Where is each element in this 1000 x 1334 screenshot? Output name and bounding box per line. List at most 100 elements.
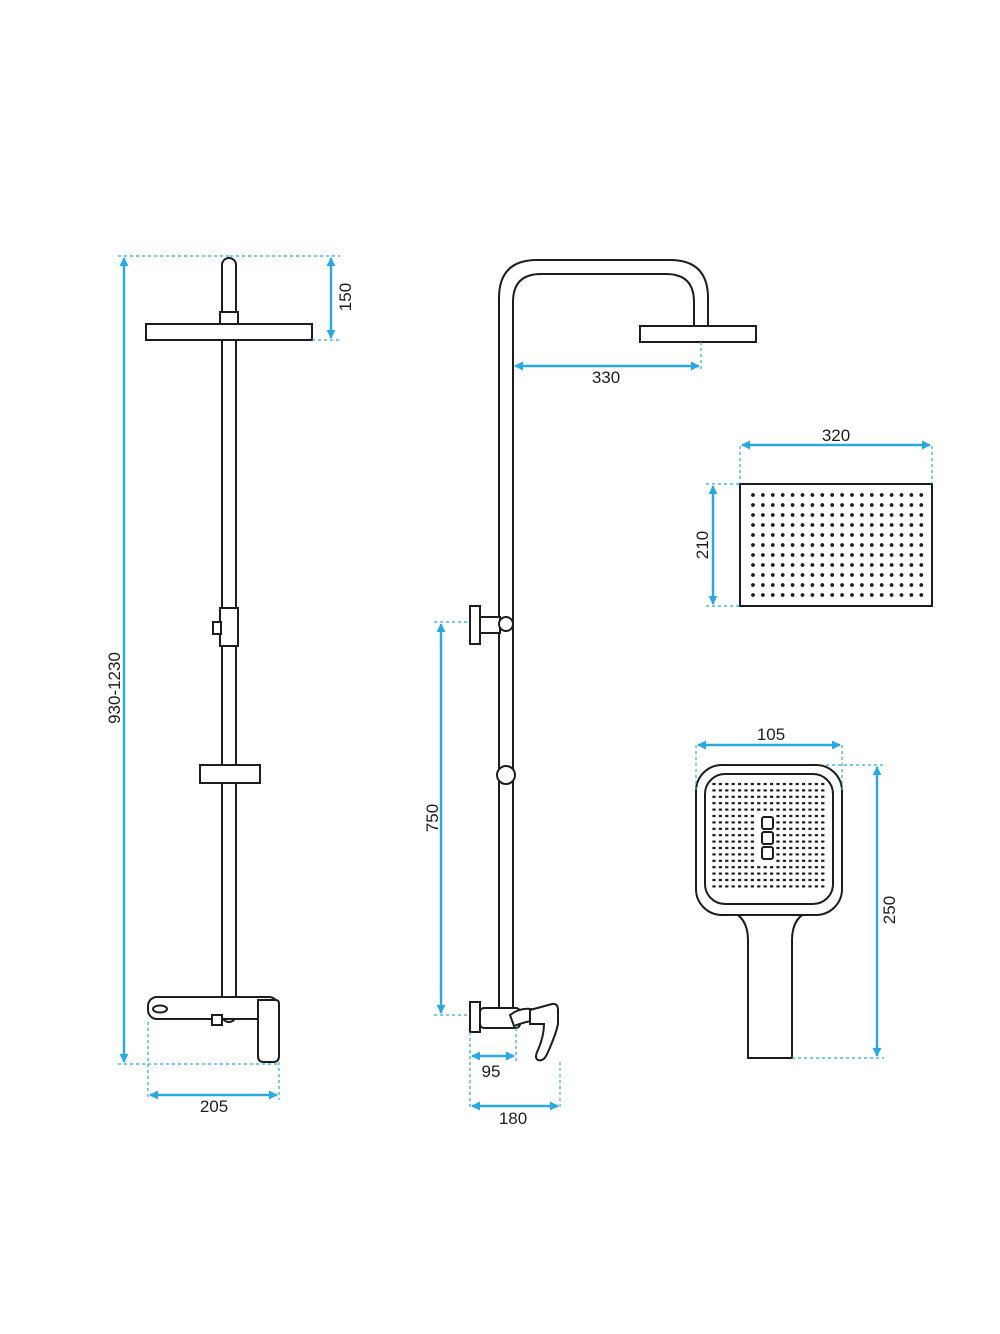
hand-nozzle [808,814,812,818]
hand-nozzle [744,885,748,888]
hand-nozzle [738,834,742,837]
side-mixer-lever [529,1002,559,1062]
head-nozzle [820,523,825,527]
head-nozzle [879,553,884,557]
hand-nozzle [731,802,735,805]
head-nozzle [780,573,785,577]
head-nozzle [790,513,795,517]
head-nozzle [770,543,775,547]
hand-nozzle [808,802,812,805]
head-nozzle [899,583,904,587]
hand-nozzle [802,853,806,856]
head-nozzle [751,583,755,587]
hand-nozzle [821,878,825,882]
hand-nozzle [789,859,793,862]
hand-nozzle [725,808,729,811]
head-nozzle [869,593,874,597]
head-nozzle [751,523,755,527]
head-nozzle [820,593,825,597]
head-nozzle [869,583,874,587]
hand-nozzle [802,846,806,850]
hand-nozzle [718,814,722,818]
front-mixer-lever [257,999,280,1063]
hand-nozzle [763,878,767,882]
hand-nozzle [814,846,818,850]
hand-nozzle [731,834,735,837]
head-nozzle [899,513,904,517]
hand-nozzle [744,859,748,862]
head-nozzle [830,493,835,497]
hand-nozzle [795,789,799,792]
head-nozzle [909,523,914,527]
head-nozzle [810,593,815,597]
hand-nozzle [776,789,780,792]
hand-nozzle [821,821,825,824]
head-nozzle [761,493,765,497]
head-nozzle [850,513,854,517]
hand-nozzle [725,840,729,843]
hand-nozzle [757,802,761,805]
hand-nozzle [821,840,825,843]
hand-nozzle [718,866,722,869]
hand-nozzle [712,846,716,850]
hand-nozzle [776,795,780,798]
head-nozzle [800,543,805,547]
hand-nozzle [731,808,735,811]
hand-nozzle [795,859,799,862]
hand-nozzle [789,814,793,818]
hand-nozzle [776,866,780,869]
head-nozzle [879,513,884,517]
head-nozzle [751,503,755,507]
head-nozzle [869,493,874,497]
head-nozzle [770,563,775,567]
hand-nozzle [808,840,812,843]
hand-nozzle [738,802,742,805]
hand-nozzle [808,808,812,811]
head-nozzle [800,513,805,517]
front-overhead-head [145,323,313,341]
head-nozzle [830,573,835,577]
head-nozzle [820,513,825,517]
head-nozzle [869,573,874,577]
head-top-view: 320 210 [693,426,933,607]
head-nozzle [879,533,884,537]
head-nozzle [909,503,914,507]
head-nozzle [869,503,874,507]
hand-nozzle [802,789,806,792]
hand-nozzle [789,866,793,869]
hand-nozzle [718,808,722,811]
hand-nozzle [757,782,761,786]
hand-nozzle [750,789,754,792]
hand-nozzle [731,859,735,862]
head-nozzle [850,573,854,577]
hand-nozzle [712,853,716,856]
head-nozzle [860,563,864,567]
head-nozzle [869,553,874,557]
hand-nozzle [757,795,761,798]
hand-nozzle [750,872,754,875]
head-nozzle [810,543,815,547]
head-nozzle [850,493,854,497]
hand-nozzle [763,789,767,792]
head-nozzle [751,553,755,557]
head-nozzle [919,503,924,507]
side-slider-ball [496,765,516,785]
front-slide-coupling [219,607,239,647]
hand-nozzle [782,821,786,824]
hand-nozzle [725,789,729,792]
hand-nozzle [770,782,774,786]
hand-nozzle [795,802,799,805]
hand-nozzle [750,859,754,862]
hand-nozzle [757,872,761,875]
head-nozzle [909,533,914,537]
head-nozzle [919,563,924,567]
head-nozzle [810,563,815,567]
hand-nozzle [795,840,799,843]
side-riser-arm-outer [498,259,709,1010]
hand-nozzle [725,846,729,850]
head-nozzle [790,493,795,497]
hand-nozzle [808,853,812,856]
hand-nozzle [744,846,748,850]
hand-nozzle [757,878,761,882]
hand-shower-logo-slots [761,816,774,860]
